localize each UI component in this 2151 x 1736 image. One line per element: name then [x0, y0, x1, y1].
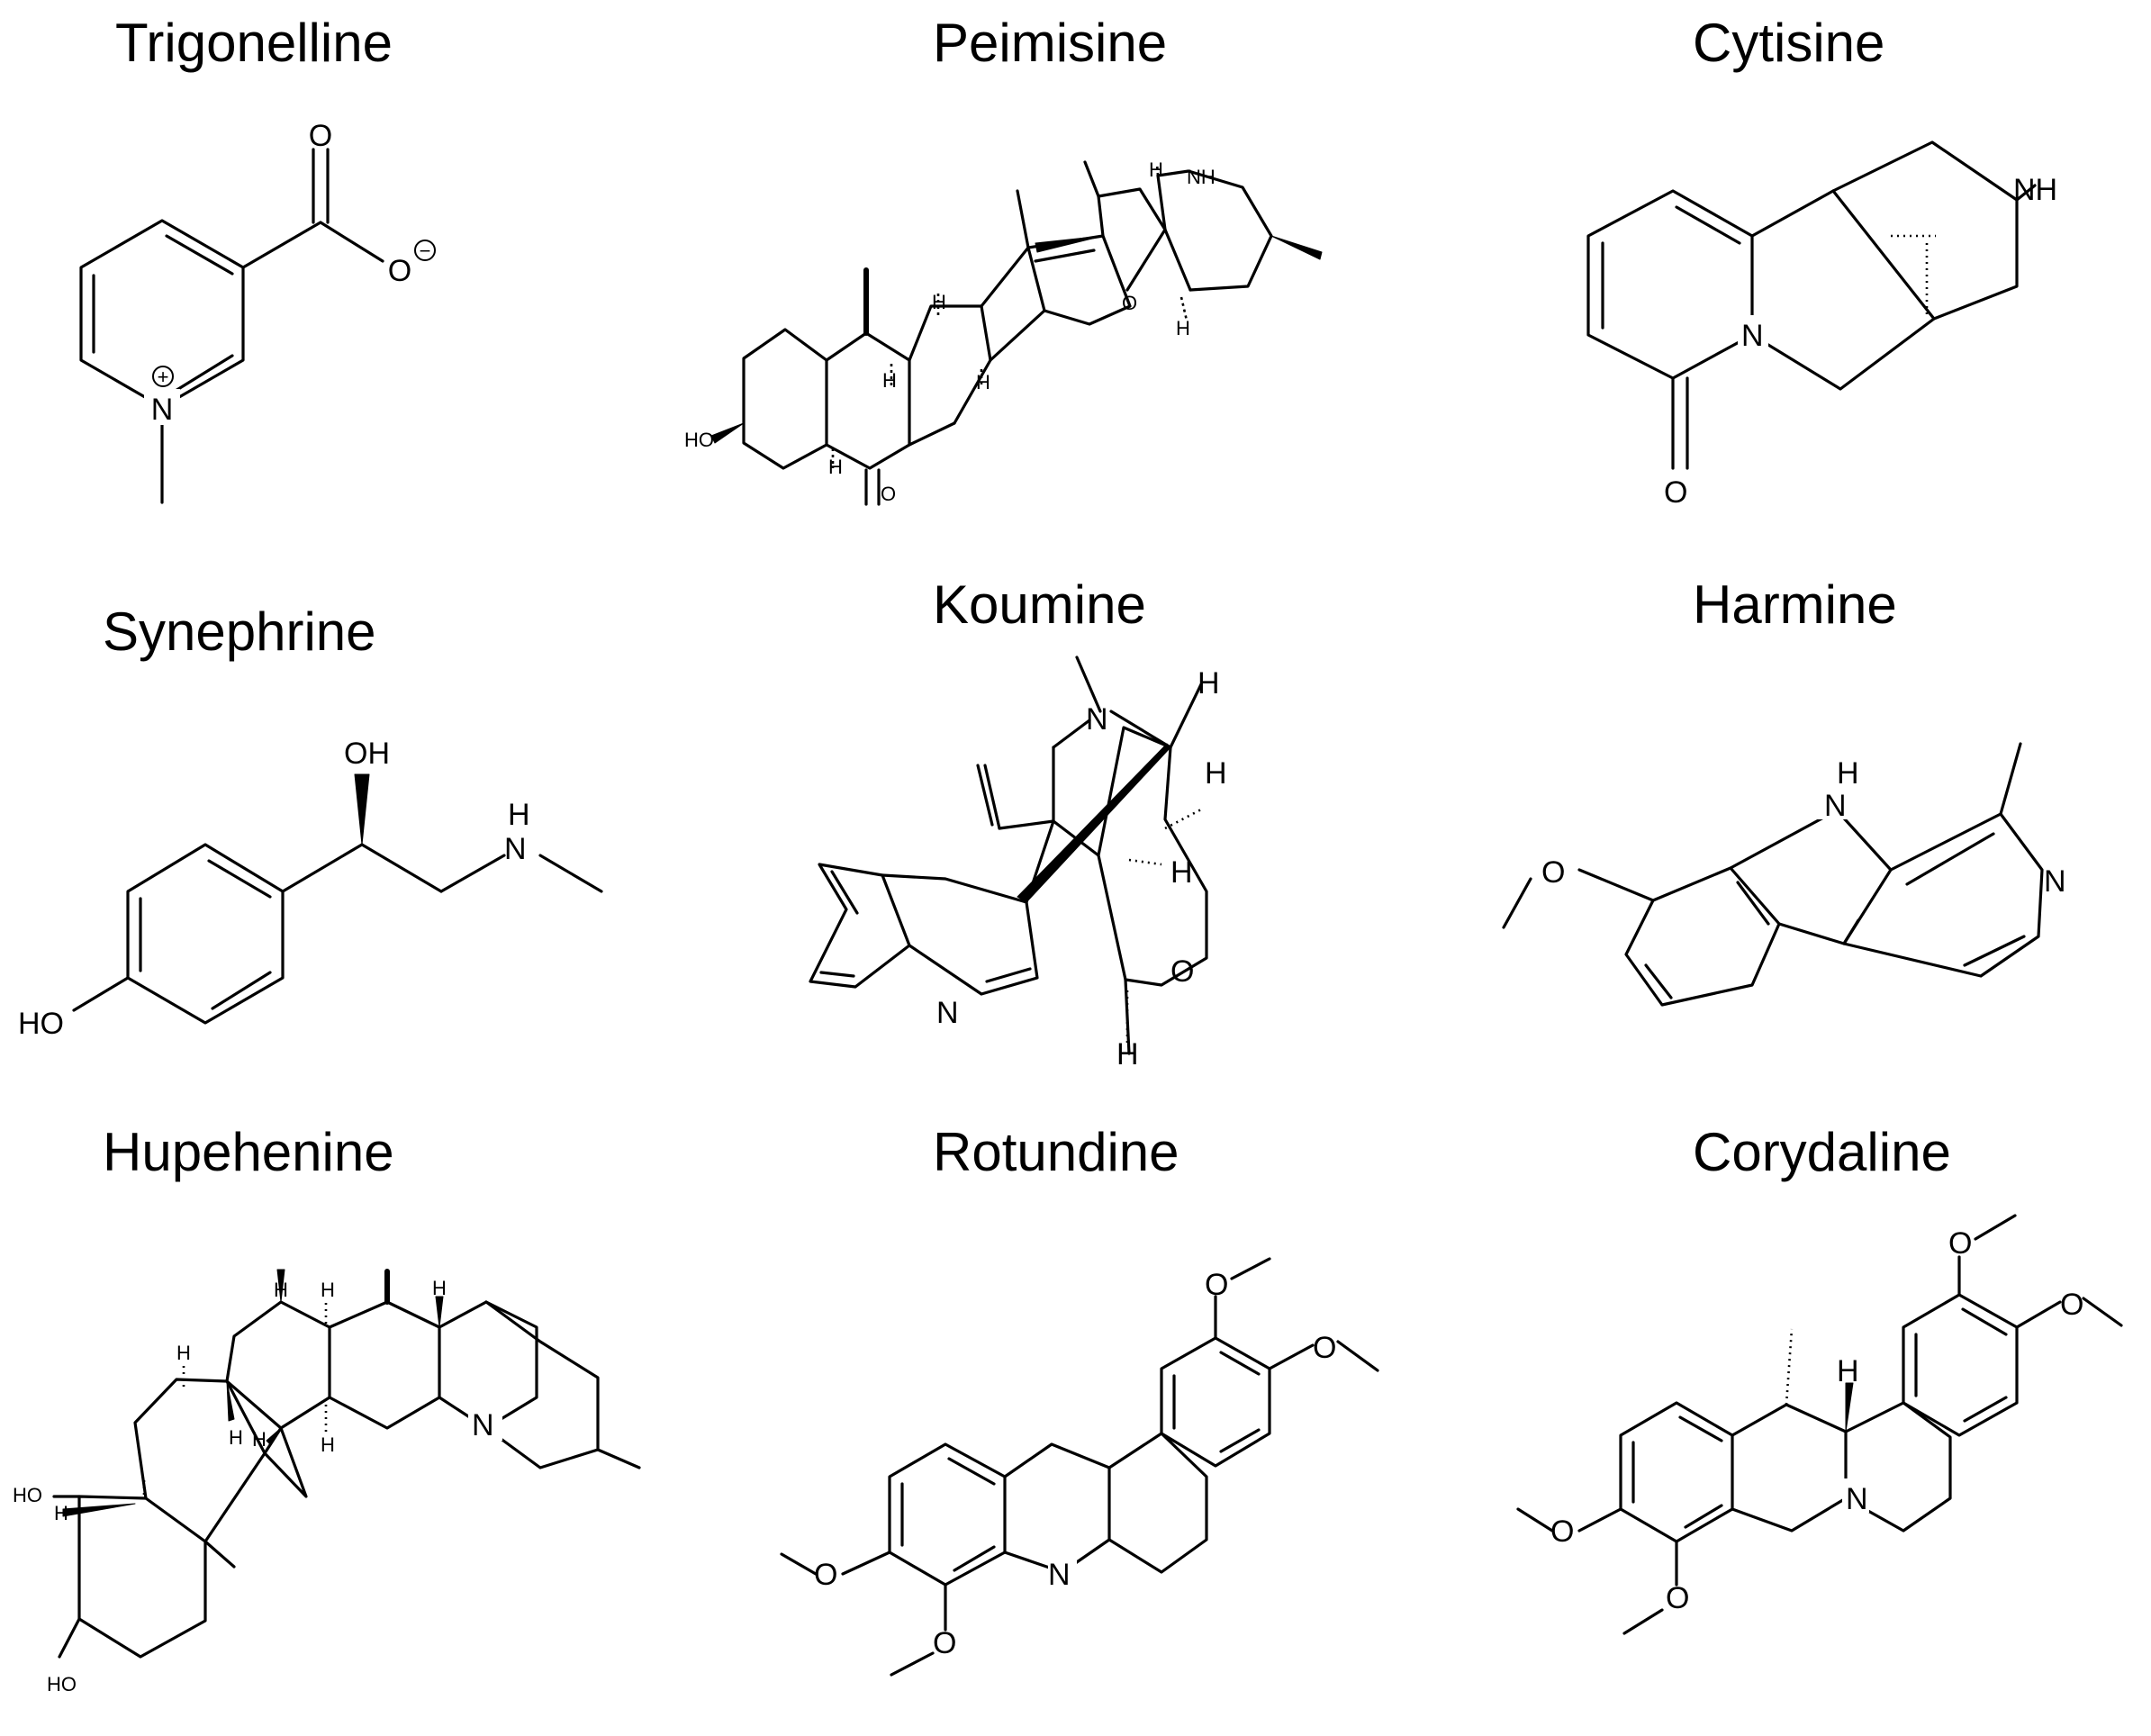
atom-o-3: O — [1948, 1226, 1972, 1261]
atom-h-f: H — [274, 1279, 288, 1301]
atom-o-methoxy: O — [1541, 855, 1565, 890]
atom-ho: HO — [18, 1007, 64, 1041]
structure-corydaline: N H O O O O — [1516, 1214, 2123, 1635]
structure-hupehenine: N HO HO H H H H H H H H — [13, 1269, 641, 1695]
atom-o-4: O — [2060, 1288, 2083, 1322]
title-koumine: Koumine — [933, 574, 1146, 635]
atom-o-4: O — [1313, 1331, 1336, 1365]
structure-harmine: H N N O — [1502, 742, 2066, 1007]
atom-n: N — [472, 1408, 494, 1442]
title-peimisine: Peimisine — [933, 13, 1168, 73]
atom-oh: OH — [344, 737, 390, 771]
atom-h-mid: H — [1170, 855, 1193, 890]
atom-o-ketone: O — [881, 483, 896, 505]
atom-h-e: H — [321, 1433, 335, 1456]
title-synephrine: Synephrine — [103, 601, 376, 662]
atom-h-h: H — [252, 1428, 267, 1451]
atom-h2: H — [882, 369, 897, 392]
atom-h-top: H — [1198, 666, 1220, 701]
atom-o-lactam: O — [1664, 475, 1687, 510]
atom-ho-lower: HO — [47, 1673, 77, 1695]
atom-h-c: H — [321, 1279, 335, 1301]
atom-o-minus: O — [388, 254, 411, 288]
atom-o-1: O — [814, 1558, 837, 1592]
atom-n: N — [1846, 1482, 1868, 1516]
structure-rotundine: N O O O O — [780, 1257, 1379, 1677]
atom-h6: H — [1149, 158, 1163, 181]
atom-n-imine: N — [936, 996, 959, 1030]
atom-o-2: O — [1666, 1581, 1689, 1615]
title-hupehenine: Hupehenine — [103, 1122, 394, 1182]
title-corydaline: Corydaline — [1693, 1122, 1951, 1182]
title-harmine: Harmine — [1693, 574, 1897, 635]
atom-h-b: H — [176, 1342, 191, 1364]
atom-n-ring: N — [1741, 319, 1764, 353]
atom-h-d: H — [432, 1277, 447, 1299]
title-cytisine: Cytisine — [1693, 13, 1885, 73]
atom-h-a: H — [54, 1502, 68, 1524]
title-rotundine: Rotundine — [933, 1122, 1179, 1182]
atom-ho: HO — [684, 429, 714, 451]
atom-h4: H — [828, 456, 843, 478]
charge-minus: − — [420, 240, 431, 262]
atom-o-carbonyl: O — [309, 119, 332, 153]
atom-h-bottom: H — [1116, 1037, 1139, 1071]
atom-o-ring: O — [1122, 292, 1137, 314]
structure-cytisine: N O NH — [1586, 140, 2057, 510]
charge-plus: + — [158, 366, 169, 388]
atom-n-h: H — [508, 798, 530, 832]
structure-synephrine: HO OH N H — [18, 737, 603, 1041]
structure-koumine: N O N H H H H — [809, 656, 1227, 1071]
atom-n-plus: N — [151, 393, 174, 427]
atom-nh: NH — [1187, 166, 1216, 188]
atom-o-3: O — [1205, 1268, 1228, 1302]
structure-trigonelline: N + O O − — [79, 119, 436, 504]
atom-ho-upper: HO — [13, 1484, 42, 1506]
atom-nh: NH — [2013, 173, 2057, 207]
atom-h3: H — [976, 371, 990, 393]
atom-h1: H — [932, 291, 946, 313]
title-trigonelline: Trigonelline — [115, 13, 393, 73]
atom-n-methyl: N — [1086, 702, 1108, 737]
atom-h5: H — [1176, 317, 1190, 339]
atom-h-indole: H — [1837, 756, 1859, 791]
atom-o-ether: O — [1170, 954, 1194, 989]
atom-n: N — [504, 832, 527, 866]
atom-n: N — [1048, 1558, 1071, 1592]
atom-n-indole: N — [1824, 789, 1847, 823]
atom-o-2: O — [933, 1626, 956, 1660]
atom-n-pyridine: N — [2044, 864, 2066, 899]
atom-h-g: H — [229, 1426, 243, 1449]
atom-o-1: O — [1550, 1514, 1574, 1549]
atom-h: H — [1837, 1354, 1859, 1388]
structure-peimisine: HO O O NH H H H H H H — [684, 158, 1323, 506]
atom-h-right: H — [1205, 756, 1227, 791]
